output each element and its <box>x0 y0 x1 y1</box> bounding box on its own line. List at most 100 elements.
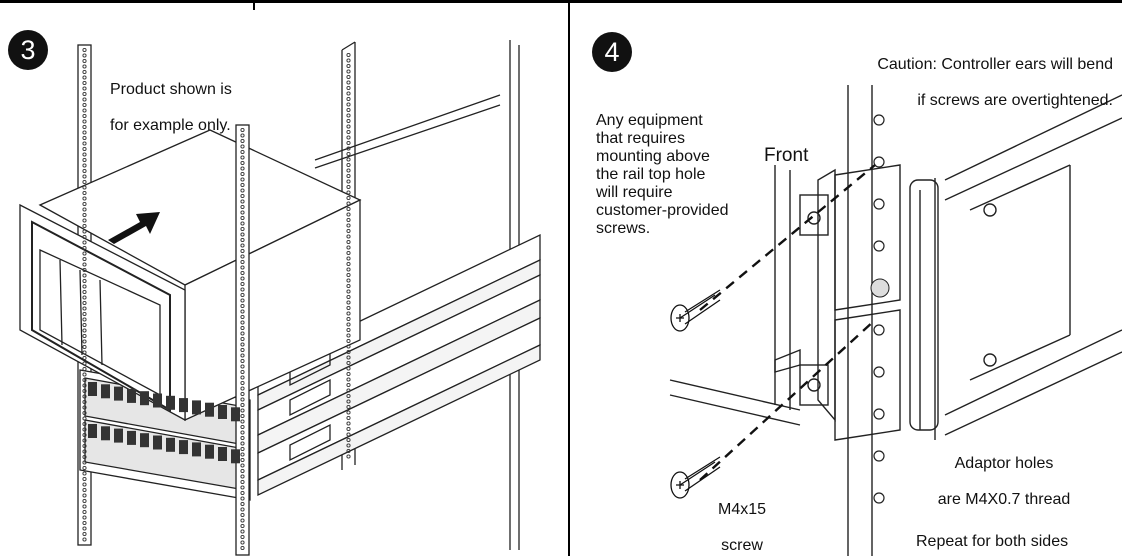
post-hole <box>240 138 245 144</box>
post-hole <box>346 179 351 184</box>
switch-port <box>127 388 136 403</box>
post-hole <box>82 152 87 157</box>
example-note-line-1: Product shown is <box>110 81 232 98</box>
installed-screw <box>870 278 890 298</box>
post-hole <box>82 300 87 306</box>
step-4-badge: 4 <box>592 32 632 72</box>
post-hole <box>240 133 245 138</box>
post-hole <box>240 518 245 523</box>
caution-note: Caution: Controller ears will bend if sc… <box>810 38 1113 128</box>
post-hole <box>82 388 87 394</box>
post-hole <box>240 199 245 204</box>
post-hole <box>346 228 351 234</box>
post-hole <box>82 108 87 113</box>
switch-port <box>205 402 214 417</box>
post-hole <box>346 300 351 305</box>
step-3-panel: 3 Product shown is for example only. <box>8 30 541 556</box>
post-hole <box>82 168 87 174</box>
step-4-illustration <box>669 85 1122 556</box>
switch-port <box>192 442 201 457</box>
post-hole <box>346 223 351 228</box>
post-hole <box>82 366 87 372</box>
post-hole <box>873 366 885 378</box>
post-hole <box>240 419 245 424</box>
post-hole <box>82 317 87 322</box>
post-hole <box>346 129 351 135</box>
post-hole <box>82 394 87 399</box>
post-hole <box>346 388 351 393</box>
post-hole <box>240 320 245 325</box>
adaptor-note: Adaptor holes are M4X0.7 thread <box>910 437 1098 527</box>
post-hole <box>346 322 351 327</box>
post-hole <box>82 146 87 152</box>
post-hole <box>346 245 351 250</box>
post-hole <box>240 402 245 408</box>
post-hole <box>82 229 87 234</box>
switch-port <box>179 398 188 413</box>
post-hole <box>240 204 245 210</box>
post-hole <box>82 53 87 58</box>
post-hole <box>346 74 351 80</box>
post-hole <box>346 393 351 399</box>
switch-port <box>192 400 201 415</box>
post-hole <box>346 443 351 448</box>
top-border-tick <box>253 0 255 10</box>
post-hole <box>346 206 351 212</box>
post-hole <box>82 322 87 328</box>
post-hole <box>240 149 245 155</box>
post-hole <box>240 485 245 490</box>
post-hole <box>82 223 87 229</box>
post-hole <box>240 446 245 452</box>
switch-port <box>140 433 149 448</box>
post-hole <box>240 380 245 386</box>
switch-port <box>88 382 97 396</box>
post-hole <box>346 338 351 344</box>
screw-lower <box>670 456 721 499</box>
post-hole <box>240 512 245 518</box>
post-hole <box>346 135 351 140</box>
switch-port <box>166 437 175 452</box>
post-hole <box>346 212 351 217</box>
post-hole <box>346 118 351 124</box>
post-hole <box>240 265 245 270</box>
post-hole <box>240 353 245 358</box>
post-hole <box>346 151 351 157</box>
post-hole <box>240 336 245 342</box>
post-hole <box>346 278 351 283</box>
post-hole <box>82 333 87 339</box>
front-bracket <box>774 165 836 422</box>
post-hole <box>240 391 245 397</box>
switch-port <box>166 395 175 410</box>
post-hole <box>82 295 87 300</box>
post-hole <box>346 426 351 432</box>
post-hole <box>346 267 351 272</box>
post-hole <box>346 448 351 454</box>
post-hole <box>82 306 87 311</box>
post-hole <box>240 408 245 413</box>
post-hole <box>346 261 351 267</box>
post-hole <box>82 487 87 493</box>
switch-port <box>127 430 136 445</box>
post-hole <box>240 441 245 446</box>
post-hole <box>82 443 87 449</box>
example-note: Product shown is for example only. <box>110 63 232 153</box>
post-hole <box>240 523 245 529</box>
post-hole <box>240 386 245 391</box>
post-hole <box>82 91 87 97</box>
post-hole <box>82 97 87 102</box>
post-hole <box>346 382 351 388</box>
switch-port <box>153 435 162 450</box>
post-hole <box>82 135 87 141</box>
post-hole <box>240 248 245 254</box>
post-hole <box>82 537 87 542</box>
post-hole <box>240 413 245 419</box>
post-hole <box>82 482 87 487</box>
post-hole <box>346 415 351 421</box>
switch-port <box>101 384 110 399</box>
post-hole <box>82 179 87 185</box>
switch-port <box>231 449 240 464</box>
post-hole <box>240 490 245 496</box>
post-hole <box>346 289 351 294</box>
post-hole <box>82 196 87 201</box>
post-hole <box>346 410 351 415</box>
